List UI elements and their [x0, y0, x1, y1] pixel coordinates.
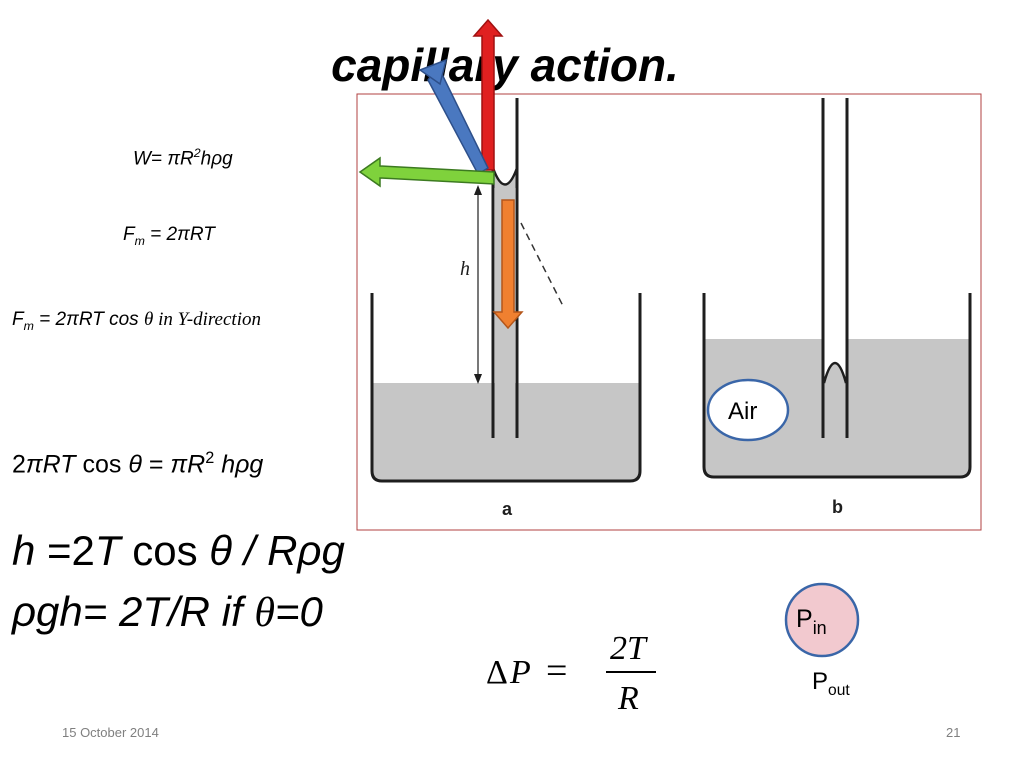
air-label: Air	[728, 398, 757, 425]
beaker-a-label: a	[502, 499, 513, 519]
capillary-diagram: h a b Air	[356, 93, 982, 531]
tube-b-inner	[824, 98, 846, 383]
orange-arrow-icon	[492, 199, 524, 330]
pressure-balance-equation: ρgh= 2T/R if θ=0	[12, 588, 323, 636]
meniscus-a	[493, 168, 517, 188]
meniscus-a-line	[491, 167, 519, 186]
height-label: h	[460, 258, 470, 280]
pin-bubble: Pin	[784, 582, 860, 658]
pin-circle	[784, 582, 860, 658]
fraction-denominator: R	[617, 680, 639, 717]
force-balance-equation: 2πRT cos θ = πR2 hρg	[12, 449, 264, 479]
height-equation: h =2T cos θ / Rρg	[12, 527, 345, 574]
delta-p-equation: Δ P = 2T R	[486, 630, 656, 717]
footer-date: 15 October 2014	[62, 725, 159, 740]
delta-p-variable: P	[509, 654, 531, 691]
fraction-numerator: 2T	[610, 630, 648, 667]
weight-equation: W= πR2hρg	[133, 146, 233, 170]
footer-page-number: 21	[946, 725, 961, 740]
meniscus-b-line	[822, 361, 848, 384]
beaker-a-wall	[370, 293, 642, 483]
beaker-b-label: b	[832, 497, 843, 517]
height-marker-arrow-bottom	[474, 374, 482, 384]
beaker-b-wall	[702, 293, 972, 479]
height-marker-arrow-top	[474, 185, 482, 195]
contact-angle-dashed-line	[520, 222, 564, 307]
pout-label: Pout	[812, 668, 850, 699]
delta-symbol: Δ	[486, 654, 508, 691]
pin-label: Pin	[796, 605, 827, 638]
tube-b-liquid	[824, 363, 846, 438]
red-arrow-icon	[472, 18, 504, 171]
slide-title: capillary action.	[331, 39, 679, 91]
meniscus-force-equation: Fm = 2πRT	[123, 224, 215, 248]
green-arrow-icon	[358, 156, 495, 188]
vertical-force-equation: Fm = 2πRT cos θ in Y-direction	[12, 309, 261, 333]
air-bubble	[706, 378, 790, 442]
delta-p-equals: =	[546, 650, 567, 692]
